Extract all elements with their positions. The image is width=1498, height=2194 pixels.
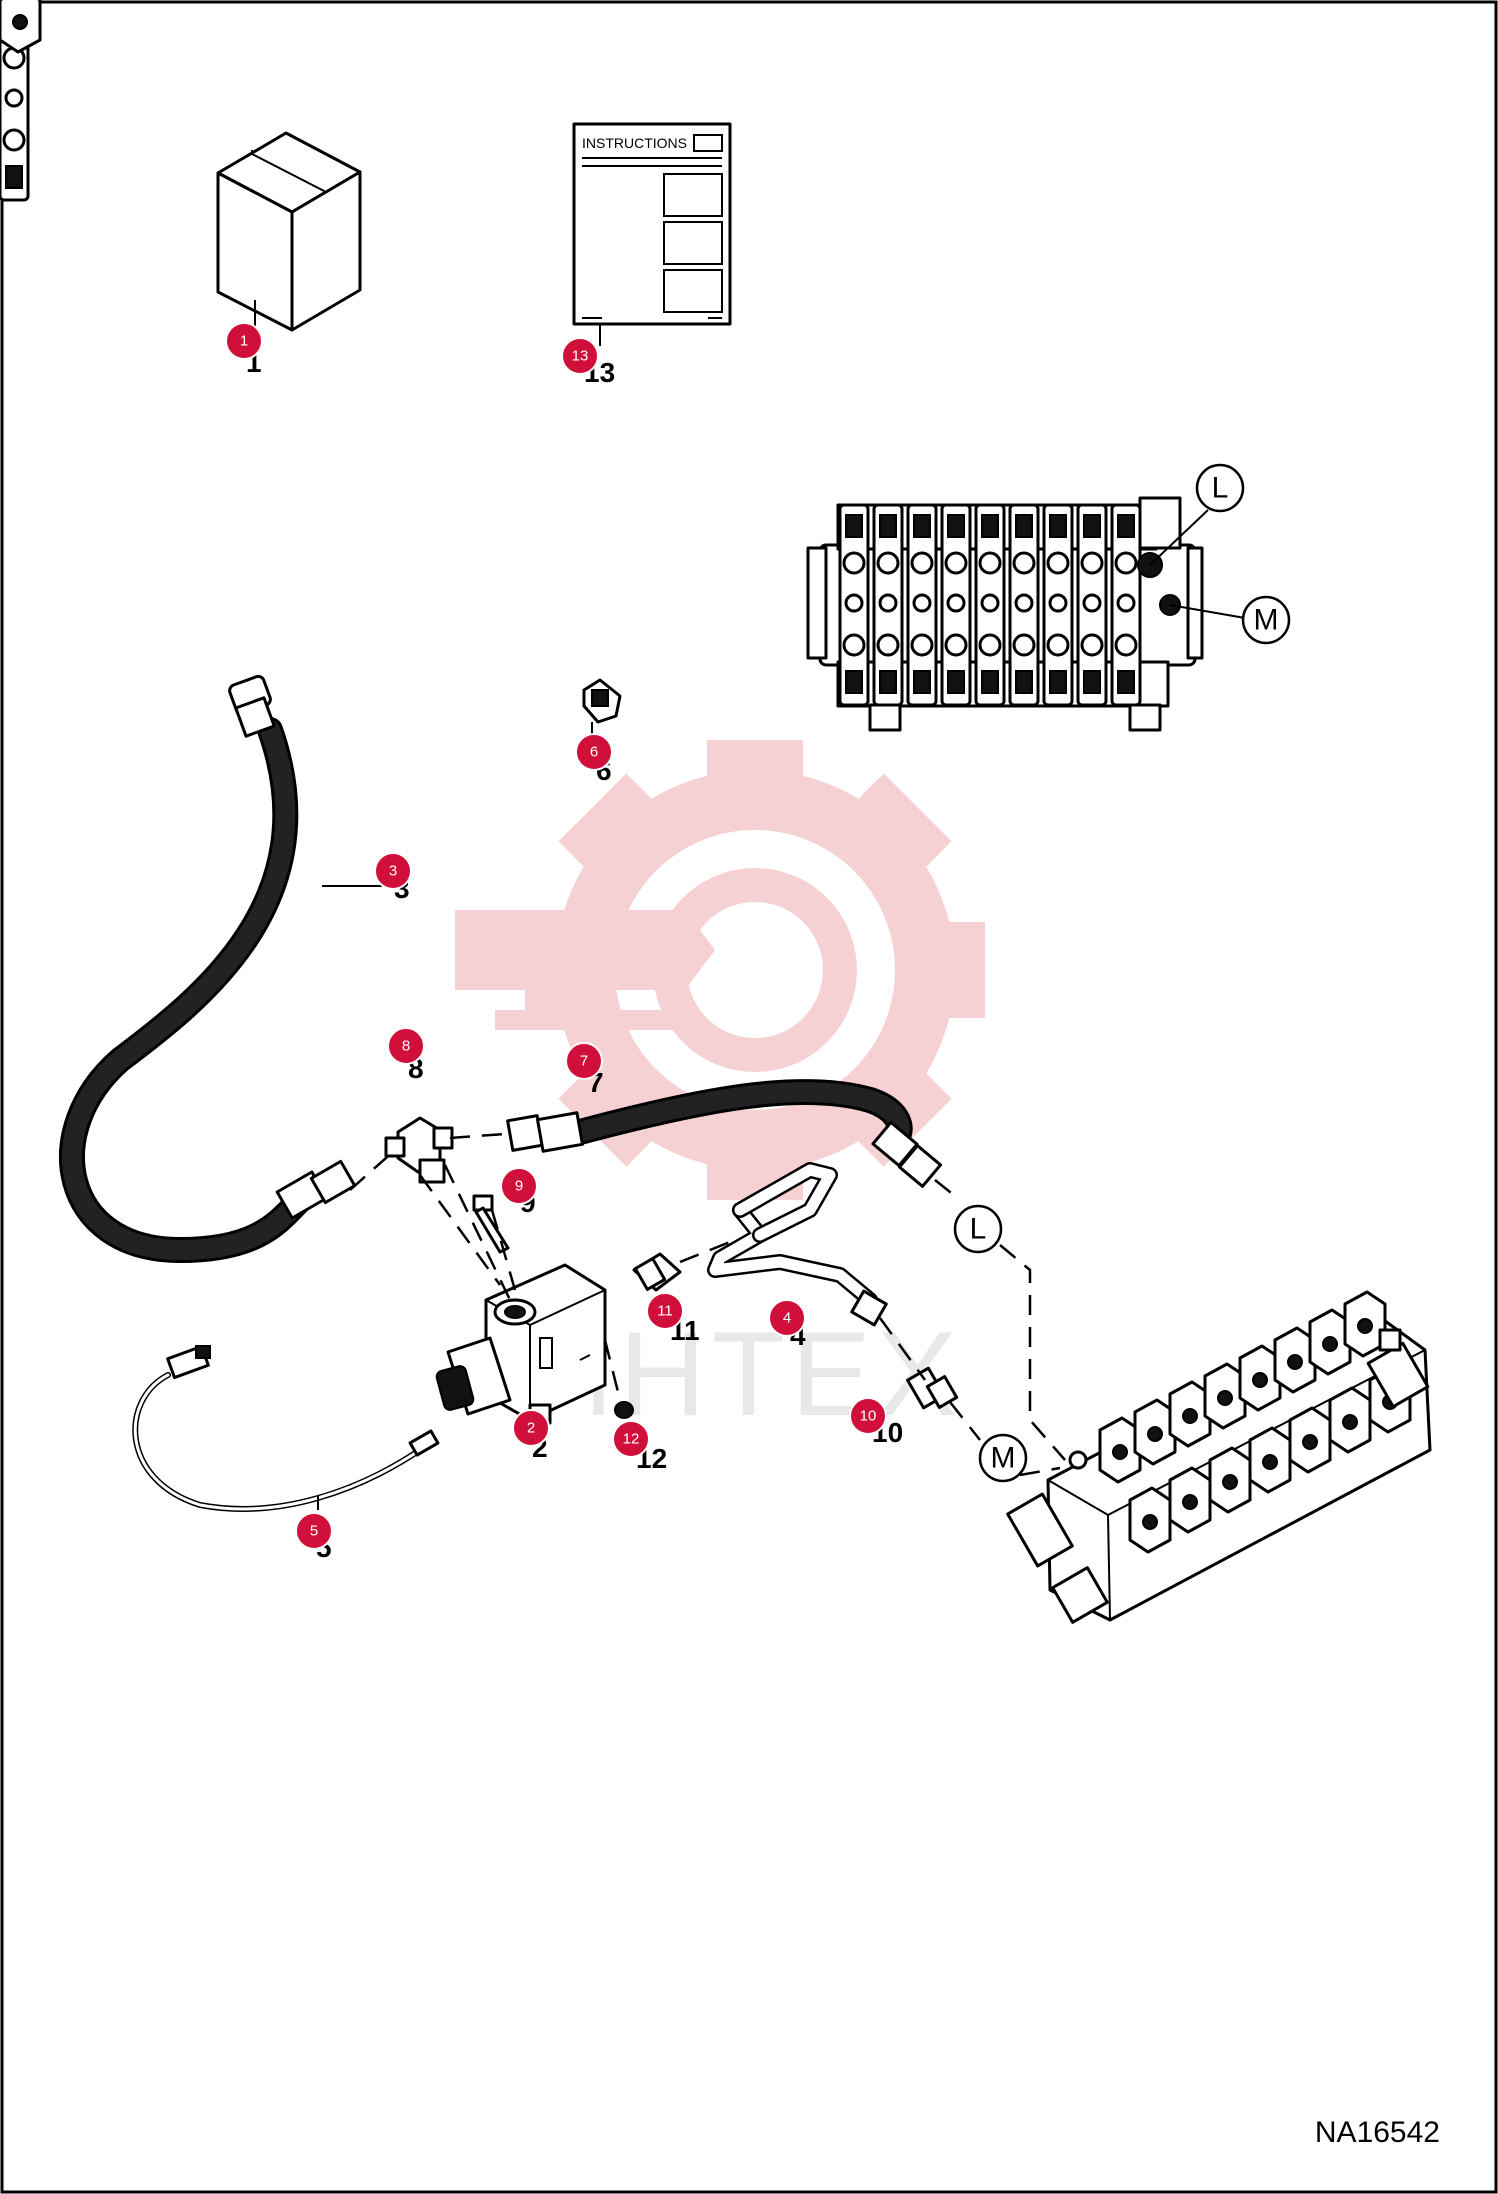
fitting-6-icon <box>582 678 622 740</box>
instructions-sheet-icon: INSTRUCTIONS <box>572 122 732 346</box>
callout-6[interactable]: 6 6 <box>575 733 613 786</box>
port-M-top: M <box>1241 595 1291 645</box>
box-kit-icon <box>216 131 362 332</box>
svg-text:10: 10 <box>860 1408 877 1425</box>
callout-3[interactable]: 3 3 <box>374 852 412 904</box>
fitting-11-icon <box>632 1252 682 1292</box>
control-valve-iso-icon <box>0 0 1432 1624</box>
svg-text:3: 3 <box>389 863 397 880</box>
connection-lines <box>349 1132 1066 1477</box>
svg-text:4: 4 <box>783 1310 791 1327</box>
port-M-bottom: M <box>978 1433 1028 1483</box>
callout-13[interactable]: 13 13 <box>561 337 615 388</box>
callout-10[interactable]: 10 10 <box>849 1397 903 1448</box>
hose-7-icon <box>506 1078 942 1188</box>
control-valve-icon <box>0 0 1246 732</box>
callout-7[interactable]: 7 7 <box>565 1042 604 1098</box>
callout-2[interactable]: 2 2 <box>512 1409 550 1463</box>
svg-text:M: M <box>1254 604 1279 637</box>
instructions-label: INSTRUCTIONS <box>582 135 687 151</box>
svg-text:L: L <box>970 1213 987 1246</box>
port-L-top: L <box>1195 463 1245 513</box>
svg-text:7: 7 <box>580 1053 588 1070</box>
svg-text:9: 9 <box>515 1178 523 1195</box>
svg-text:1: 1 <box>240 333 248 350</box>
callout-5[interactable]: 5 5 <box>295 1495 333 1563</box>
harness-5-icon <box>132 1344 440 1512</box>
svg-text:12: 12 <box>623 1431 640 1448</box>
callout-1[interactable]: 1 1 <box>225 322 263 378</box>
svg-text:13: 13 <box>572 348 589 365</box>
figure-id: NA16542 <box>1315 2116 1440 2149</box>
svg-text:11: 11 <box>657 1303 673 1320</box>
callout-4[interactable]: 4 4 <box>768 1299 806 1351</box>
gear-watermark-icon <box>455 740 985 1200</box>
svg-text:L: L <box>1212 472 1229 505</box>
svg-text:M: M <box>991 1442 1016 1475</box>
callout-11[interactable]: 11 11 <box>646 1292 700 1346</box>
svg-text:2: 2 <box>527 1420 535 1437</box>
callout-12[interactable]: 12 12 <box>612 1420 667 1474</box>
tube-4-icon <box>707 1162 888 1327</box>
svg-text:5: 5 <box>310 1523 318 1540</box>
svg-text:8: 8 <box>402 1038 410 1055</box>
callout-9[interactable]: 9 9 <box>500 1167 538 1218</box>
port-L-bottom: L <box>953 1204 1003 1254</box>
hose-3-icon <box>59 674 382 1263</box>
fitting-10-icon <box>906 1366 959 1410</box>
nut-12-icon <box>614 1401 634 1419</box>
callout-8[interactable]: 8 8 <box>387 1027 425 1084</box>
tee-fitting-8-icon <box>384 1116 454 1184</box>
svg-text:6: 6 <box>590 744 598 761</box>
